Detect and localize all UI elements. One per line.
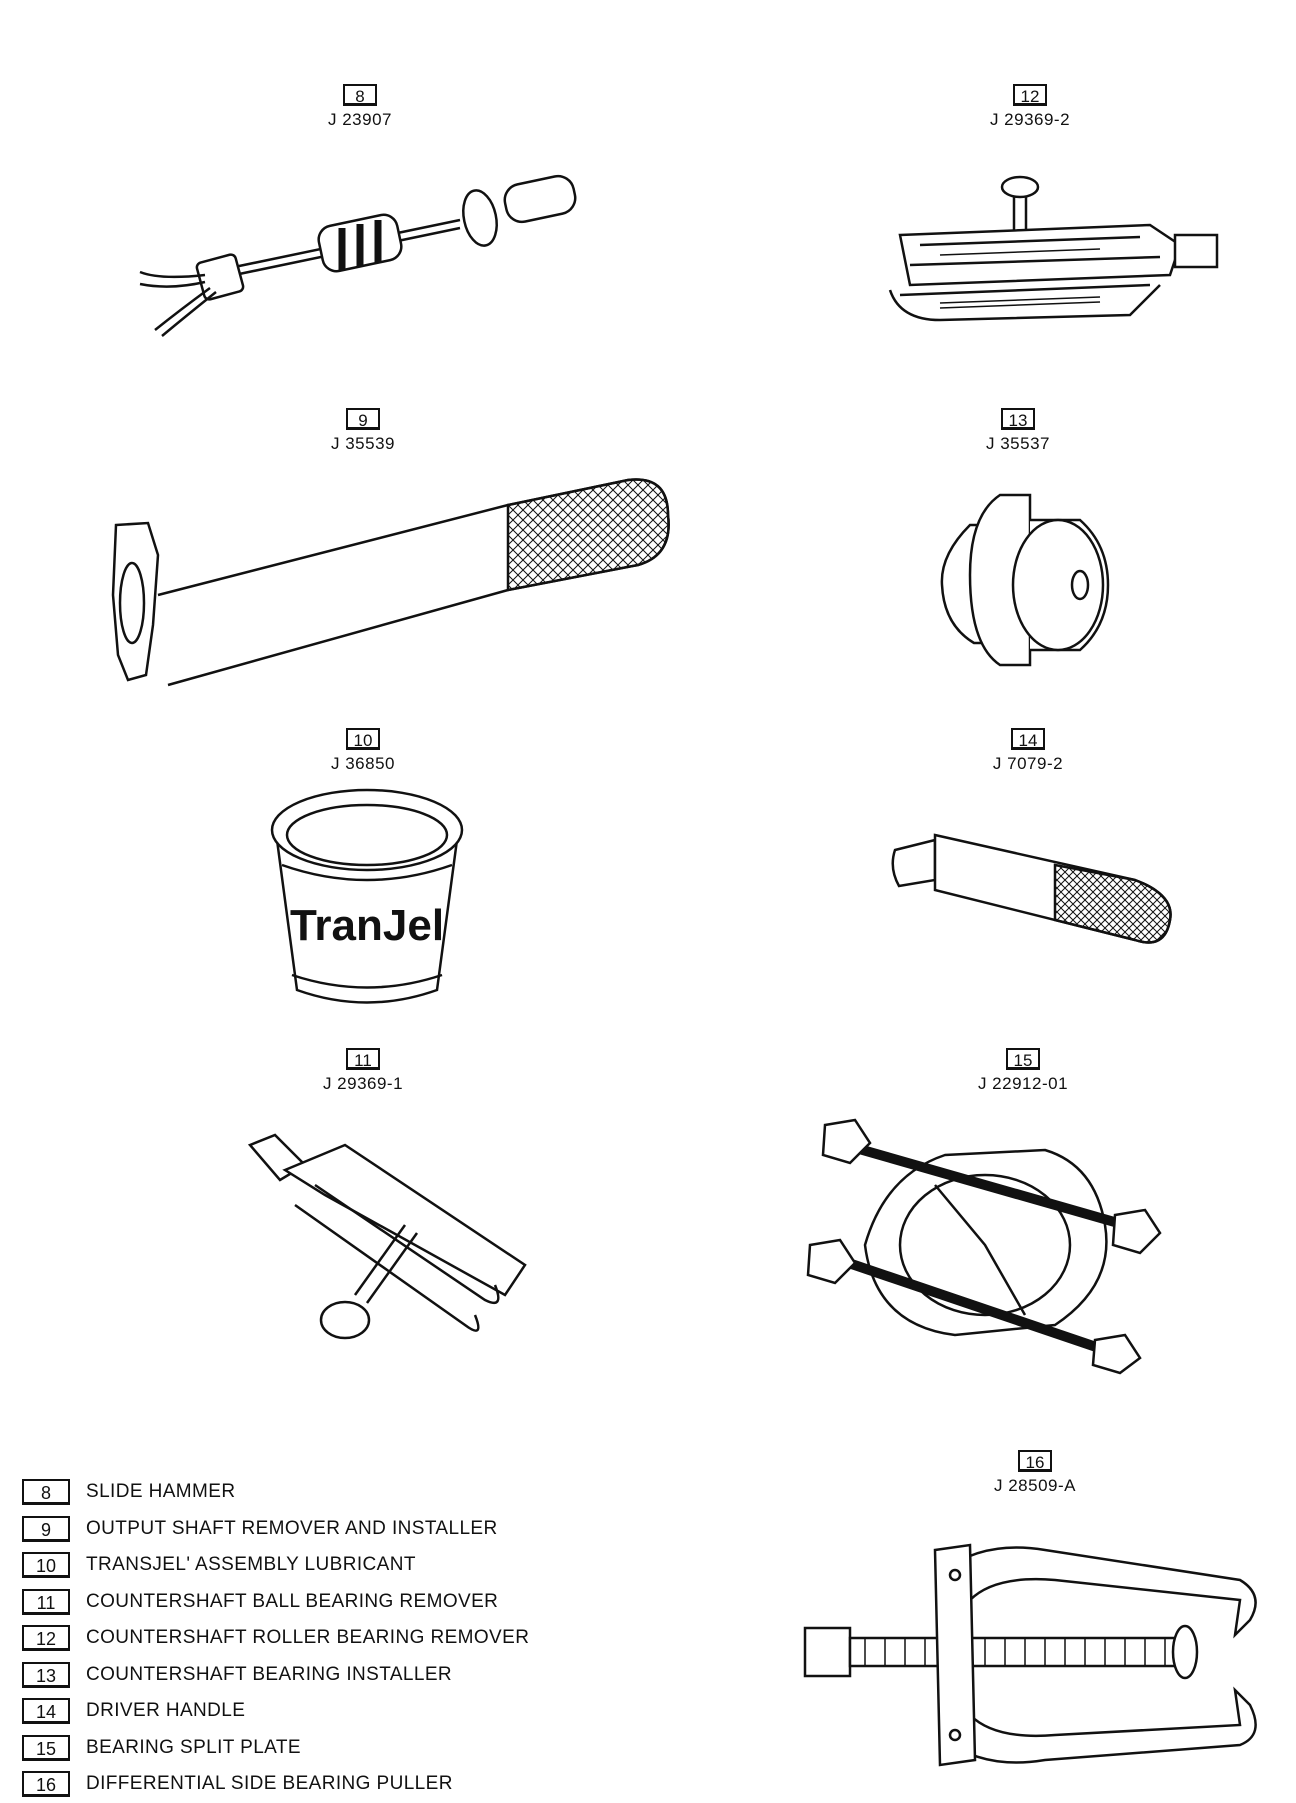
- legend-description-9: OUTPUT SHAFT REMOVER AND INSTALLER: [86, 1517, 498, 1539]
- tool-9-header: 9 J 35539: [303, 408, 423, 454]
- tool-12-header: 12 J 29369-2: [970, 84, 1090, 130]
- legend-row-14: 14 DRIVER HANDLE: [22, 1693, 529, 1730]
- part-number-12: J 29369-2: [989, 110, 1071, 129]
- slide-hammer-illustration: [139, 174, 577, 337]
- legend-callout-10: 10: [22, 1552, 70, 1579]
- output-shaft-remover-illustration: [111, 478, 670, 687]
- legend-callout-16: 16: [22, 1771, 70, 1798]
- callout-16: 16: [1018, 1450, 1052, 1472]
- bearing-puller-illustration: [803, 1543, 1257, 1767]
- legend-row-16: 16 DIFFERENTIAL SIDE BEARING PULLER: [22, 1766, 529, 1803]
- legend-description-11: COUNTERSHAFT BALL BEARING REMOVER: [86, 1590, 499, 1612]
- legend-callout-13: 13: [22, 1661, 70, 1688]
- tool-10-header: 10 J 36850: [303, 728, 423, 774]
- part-number-15: J 22912-01: [977, 1074, 1069, 1093]
- legend-callout-15: 15: [22, 1734, 70, 1761]
- legend-callout-14: 14: [22, 1698, 70, 1725]
- jar-label-text: TranJel: [290, 901, 444, 950]
- callout-9: 9: [346, 408, 380, 430]
- legend-callout-11: 11: [22, 1588, 70, 1615]
- part-number-8: J 23907: [328, 110, 392, 129]
- bearing-installer-illustration: [940, 493, 1110, 667]
- roller-bearing-remover-illustration: [888, 175, 1219, 322]
- tool-11-header: 11 J 29369-1: [303, 1048, 423, 1094]
- legend-description-8: SLIDE HAMMER: [86, 1481, 236, 1503]
- legend-callout-8: 8: [22, 1479, 70, 1506]
- tool-14-header: 14 J 7079-2: [968, 728, 1088, 774]
- legend-row-11: 11 COUNTERSHAFT BALL BEARING REMOVER: [22, 1584, 529, 1621]
- legend-description-16: DIFFERENTIAL SIDE BEARING PULLER: [86, 1773, 453, 1795]
- callout-15: 15: [1006, 1048, 1040, 1070]
- part-number-16: J 28509-A: [994, 1476, 1076, 1495]
- tool-13-header: 13 J 35537: [958, 408, 1078, 454]
- tool-8-header: 8 J 23907: [300, 84, 420, 130]
- legend-description-13: COUNTERSHAFT BEARING INSTALLER: [86, 1663, 453, 1685]
- callout-11: 11: [346, 1048, 380, 1070]
- part-number-9: J 35539: [331, 434, 395, 453]
- driver-handle-illustration: [891, 833, 1172, 944]
- bearing-split-plate-illustration: [806, 1118, 1162, 1375]
- legend-row-9: 9 OUTPUT SHAFT REMOVER AND INSTALLER: [22, 1511, 529, 1548]
- legend-callout-9: 9: [22, 1515, 70, 1542]
- part-number-11: J 29369-1: [322, 1074, 404, 1093]
- callout-14: 14: [1011, 728, 1045, 750]
- legend-description-15: BEARING SPLIT PLATE: [86, 1736, 301, 1758]
- legend-row-13: 13 COUNTERSHAFT BEARING INSTALLER: [22, 1657, 529, 1694]
- callout-12: 12: [1013, 84, 1047, 106]
- part-number-13: J 35537: [986, 434, 1050, 453]
- callout-13: 13: [1001, 408, 1035, 430]
- callout-10: 10: [346, 728, 380, 750]
- legend-row-15: 15 BEARING SPLIT PLATE: [22, 1730, 529, 1767]
- tool-legend: 8 SLIDE HAMMER 9 OUTPUT SHAFT REMOVER AN…: [22, 1474, 529, 1803]
- legend-description-10: TRANSJEL' ASSEMBLY LUBRICANT: [86, 1554, 416, 1576]
- part-number-10: J 36850: [331, 754, 395, 773]
- legend-description-12: COUNTERSHAFT ROLLER BEARING REMOVER: [86, 1627, 530, 1649]
- legend-callout-12: 12: [22, 1625, 70, 1652]
- part-number-14: J 7079-2: [992, 754, 1064, 773]
- ball-bearing-remover-illustration: [247, 1133, 527, 1340]
- callout-8: 8: [343, 84, 377, 106]
- legend-row-8: 8 SLIDE HAMMER: [22, 1474, 529, 1511]
- tool-15-header: 15 J 22912-01: [958, 1048, 1088, 1094]
- legend-row-10: 10 TRANSJEL' ASSEMBLY LUBRICANT: [22, 1547, 529, 1584]
- tool-16-header: 16 J 28509-A: [975, 1450, 1095, 1496]
- legend-description-14: DRIVER HANDLE: [86, 1700, 246, 1722]
- legend-row-12: 12 COUNTERSHAFT ROLLER BEARING REMOVER: [22, 1620, 529, 1657]
- transjel-jar-illustration: TranJel: [270, 788, 464, 1004]
